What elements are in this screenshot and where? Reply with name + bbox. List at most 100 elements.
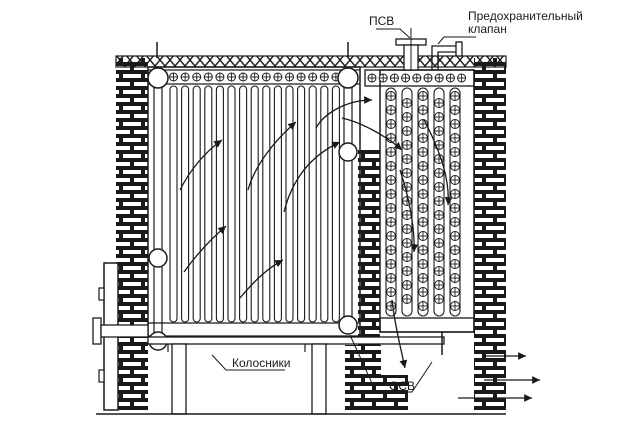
screen-tube	[204, 85, 213, 323]
screen-tube	[169, 85, 178, 323]
convective-tube-fin	[450, 231, 460, 241]
convective-header-tube-end	[445, 73, 455, 83]
center-brick-pier	[345, 345, 381, 410]
leader-lines	[211, 28, 476, 393]
convective-tube-fin	[434, 266, 444, 276]
convective-tube-fin	[418, 203, 428, 213]
safety-valve-label-line2: клапан	[468, 22, 507, 36]
osv-leader-1	[349, 334, 392, 393]
door-bolt-top	[98, 287, 105, 301]
header-tube-end	[308, 72, 318, 82]
convective-tube-fin	[402, 252, 412, 262]
convective-tube-fin	[418, 161, 428, 171]
flow-arrow-9	[423, 119, 453, 206]
screen-tube	[285, 85, 294, 323]
convective-tube-fin	[450, 189, 460, 199]
grate-assembly	[147, 332, 445, 415]
screen-tube	[181, 85, 190, 323]
support-leg-right	[311, 343, 327, 415]
header-tube-end	[238, 72, 248, 82]
mid-right-drum	[338, 142, 358, 162]
screen-tube	[320, 85, 329, 323]
header-tube-end	[261, 72, 271, 82]
convective-tube-fin	[386, 161, 396, 171]
convective-tube-fin	[402, 168, 412, 178]
convective-tube-fin	[418, 273, 428, 283]
convective-tube-fin	[418, 175, 428, 185]
convective-tube-fin	[450, 91, 460, 101]
convective-tube-fin	[402, 140, 412, 150]
convective-tube-fin	[386, 119, 396, 129]
flow-arrow-8	[399, 169, 419, 253]
convective-top-header	[364, 69, 475, 87]
bottom-right-drum	[338, 315, 358, 335]
convective-section	[364, 69, 475, 333]
convective-tube-fin	[434, 182, 444, 192]
convective-tube-fin	[386, 301, 396, 311]
header-tube-end	[227, 72, 236, 82]
left-brick-wall	[116, 58, 148, 410]
header-tube-end	[192, 72, 202, 82]
convective-tube-fin	[418, 133, 428, 143]
upper-header-tube-ends	[169, 72, 341, 82]
convective-tube-fin	[450, 245, 460, 255]
inlet-flange	[92, 317, 102, 345]
convective-tube-fin	[450, 105, 460, 115]
support-leg-left	[171, 343, 187, 415]
flow-arrow-10	[391, 299, 408, 369]
flow-arrow-4	[247, 121, 297, 191]
convective-tube-fin	[450, 133, 460, 143]
safety-valve-pipe	[431, 45, 458, 70]
flow-arrow-3	[239, 259, 284, 299]
convective-tube-fin	[434, 112, 444, 122]
convective-tube-fin	[402, 280, 412, 290]
inlet-pipe	[100, 324, 149, 338]
screen-tube	[262, 85, 271, 323]
convective-tube-fin	[450, 147, 460, 157]
convective-tube-fin	[450, 287, 460, 297]
header-drums	[147, 67, 359, 351]
flow-arrow-7	[341, 117, 403, 151]
convective-tube-fin	[434, 224, 444, 234]
convective-header-tube-end	[412, 73, 422, 83]
flow-arrow-2	[179, 139, 223, 191]
convective-tube-fin	[418, 147, 428, 157]
flow-arrow-1	[183, 225, 227, 273]
gas-flow-arrows	[179, 96, 453, 369]
convective-tube-fin	[418, 231, 428, 241]
convective-tube-fin	[434, 168, 444, 178]
grates-label: Колосники	[232, 356, 291, 370]
convective-tube-bank	[385, 87, 461, 317]
convective-tube-fin	[418, 217, 428, 227]
screen-tube	[297, 85, 306, 323]
convective-tube-fin	[386, 189, 396, 199]
convective-tube-fin	[402, 238, 412, 248]
convective-tube-fin	[386, 287, 396, 297]
header-tube-end	[169, 72, 178, 82]
convective-tube-fin	[418, 189, 428, 199]
header-tube-end	[203, 72, 213, 82]
convective-tube-fin	[418, 91, 428, 101]
convective-tube-fin	[434, 280, 444, 290]
convective-header-tube-end	[457, 73, 467, 83]
safety-valve-label-line1: Предохранительный	[468, 9, 583, 23]
top-insulation	[115, 55, 507, 68]
convective-tube-fin	[434, 252, 444, 262]
convective-header-tube-end	[389, 73, 399, 83]
convective-tube-fin	[386, 259, 396, 269]
psv-label: ПСВ	[369, 14, 394, 28]
convective-tube-fin	[434, 126, 444, 136]
convective-tube-fin	[386, 217, 396, 227]
osv-label: ОСВ	[389, 379, 415, 393]
convective-tube-fin	[450, 273, 460, 283]
header-tube-end	[180, 72, 190, 82]
convective-header-tube-end	[423, 73, 433, 83]
convective-bottom-header	[379, 317, 475, 333]
osv-leader-2	[392, 361, 433, 393]
header-tube-end	[319, 72, 329, 82]
header-tube-end	[215, 72, 225, 82]
convective-tube-fin	[402, 154, 412, 164]
convective-tube	[385, 87, 397, 317]
flow-arrow-5	[283, 141, 341, 213]
